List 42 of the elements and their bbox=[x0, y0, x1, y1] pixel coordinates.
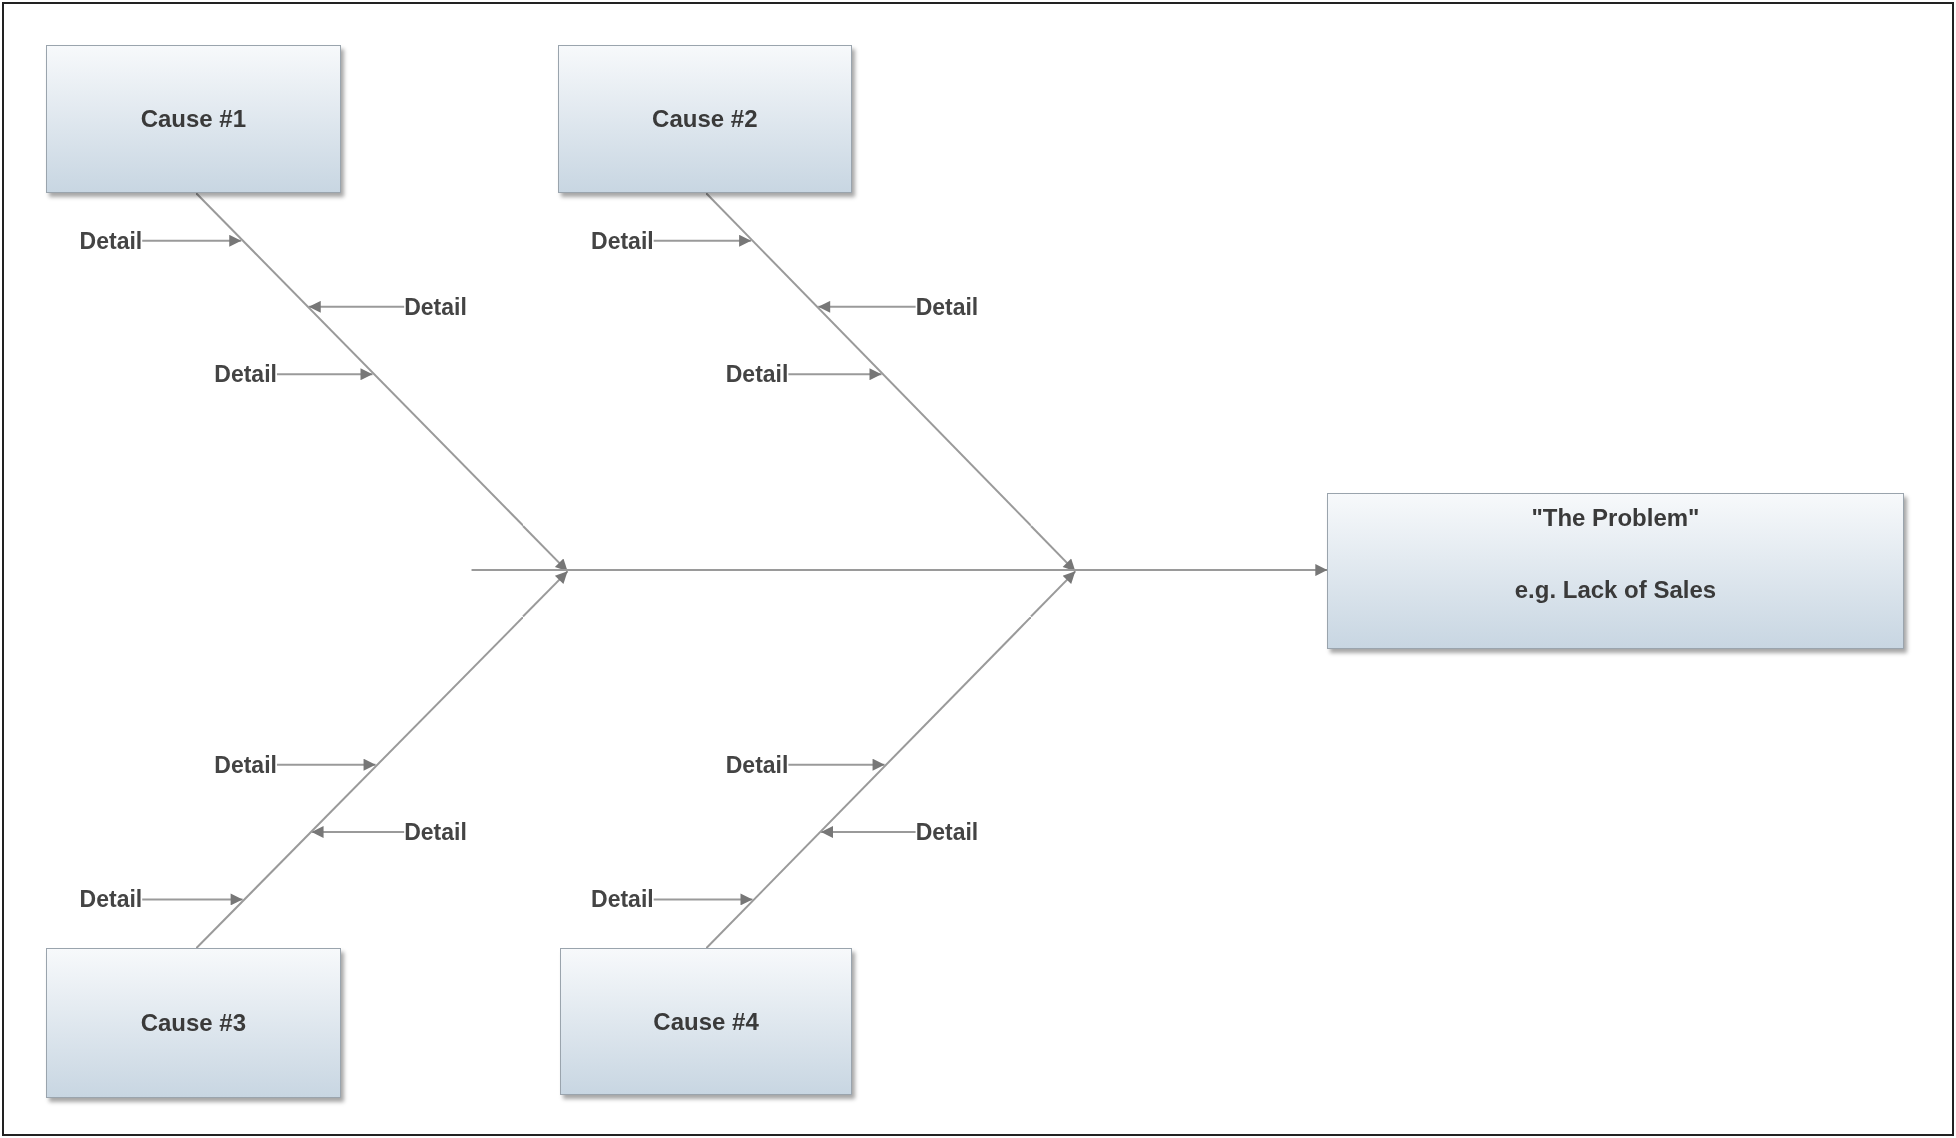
bone-line bbox=[706, 193, 1031, 526]
detail-label: Detail bbox=[214, 363, 277, 387]
detail-label: Detail bbox=[79, 888, 143, 912]
detail-label: Detail bbox=[915, 295, 979, 319]
problem-box bbox=[1327, 492, 1904, 649]
bone-line bbox=[195, 193, 523, 526]
box-label: Cause #4 bbox=[653, 1007, 759, 1036]
box-label: "The Problem" bbox=[1531, 503, 1700, 532]
arrow bbox=[652, 234, 753, 247]
detail-label: Detail bbox=[404, 821, 467, 845]
box-label: e.g. Lack of Sales bbox=[1514, 575, 1717, 604]
detail-label: Detail bbox=[725, 363, 789, 387]
arrow bbox=[820, 826, 917, 839]
box-label: Cause #1 bbox=[140, 105, 247, 134]
cause-box bbox=[46, 44, 341, 194]
detail-label: Detail bbox=[591, 229, 654, 253]
cause-box bbox=[46, 948, 341, 1098]
arrow bbox=[275, 758, 377, 771]
detail-label: Detail bbox=[725, 753, 789, 777]
arrow bbox=[141, 893, 244, 906]
detail-label: Detail bbox=[404, 295, 467, 319]
detail-label: Detail bbox=[79, 229, 143, 253]
arrow bbox=[652, 893, 754, 906]
detail-label: Detail bbox=[214, 753, 277, 777]
arrow bbox=[817, 300, 917, 313]
box-label: Cause #3 bbox=[140, 1008, 247, 1037]
arrow bbox=[787, 368, 883, 381]
arrow bbox=[470, 564, 1329, 577]
box-label: Cause #2 bbox=[652, 105, 758, 134]
bone-line bbox=[706, 616, 1031, 949]
detail-label: Detail bbox=[915, 821, 979, 845]
arrow bbox=[307, 300, 406, 313]
arrow bbox=[141, 234, 243, 247]
arrow bbox=[1030, 570, 1077, 618]
arrow bbox=[522, 570, 569, 618]
bone-line bbox=[195, 616, 523, 949]
arrow bbox=[275, 368, 374, 381]
detail-label: Detail bbox=[591, 888, 654, 912]
cause-box bbox=[557, 44, 852, 194]
arrow bbox=[310, 826, 406, 839]
cause-box bbox=[560, 948, 852, 1096]
arrow bbox=[787, 758, 886, 771]
